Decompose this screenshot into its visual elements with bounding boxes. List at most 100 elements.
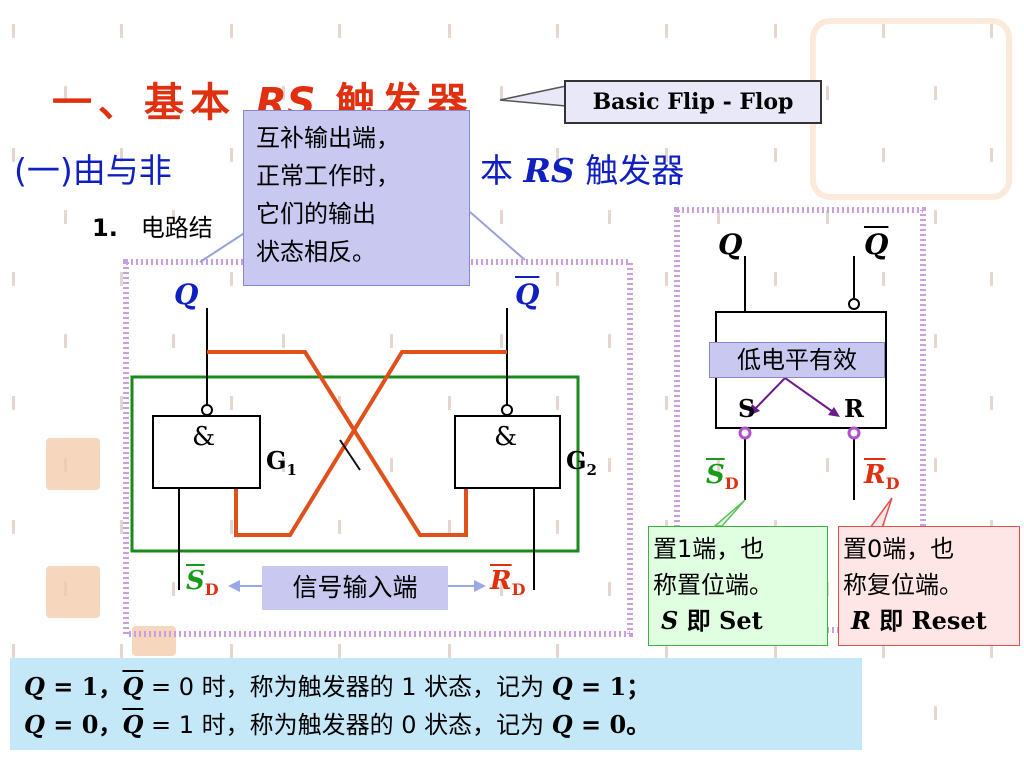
- background-dash: [608, 458, 611, 472]
- gate2-name: G2: [566, 446, 597, 479]
- background-dash: [990, 148, 993, 162]
- background-dash: [338, 396, 341, 410]
- background-dash: [282, 458, 285, 472]
- background-dash: [282, 86, 285, 100]
- background-dash: [608, 210, 611, 224]
- gate-g1: [152, 415, 261, 489]
- state-row-1: Q = 1，Q = 0 时，称为触发器的 1 状态，记为 Q = 1；: [24, 672, 651, 701]
- background-dash: [774, 644, 777, 658]
- background-dash: [990, 272, 993, 286]
- callout-line-1: 互补输出端，: [256, 124, 400, 152]
- background-dash: [172, 582, 175, 596]
- background-dash: [12, 520, 15, 534]
- background-dash: [12, 396, 15, 410]
- circuit-rd-label: RD: [490, 566, 526, 600]
- active-low-label: 低电平有效: [709, 342, 885, 378]
- gate1-symbol: &: [192, 422, 216, 452]
- reset-note-line-2: 称复位端。: [843, 571, 963, 599]
- background-dash: [665, 644, 668, 658]
- background-dash: [120, 644, 123, 658]
- circuit-qbar-label: Q: [515, 278, 540, 311]
- set-note-line-1: 置1端，也: [653, 535, 765, 563]
- set-note: 置1端，也 称置位端。 S 即 Set: [648, 526, 828, 646]
- background-dash: [990, 396, 993, 410]
- background-dash: [556, 396, 559, 410]
- background-dash: [826, 458, 829, 472]
- set-note-line-3: S 即 Set: [661, 606, 763, 635]
- background-dash: [774, 272, 777, 286]
- background-dash: [826, 86, 829, 100]
- background-dash: [230, 272, 233, 286]
- background-dash: [64, 86, 67, 100]
- background-dash: [500, 86, 503, 100]
- background-dash: [120, 24, 123, 38]
- background-dash: [12, 272, 15, 286]
- symbol-r-pin: R: [844, 394, 864, 423]
- background-dash: [500, 582, 503, 596]
- background-dash: [12, 148, 15, 162]
- background-dash: [64, 210, 67, 224]
- background-dash: [282, 334, 285, 348]
- background-dash: [556, 520, 559, 534]
- background-dash: [882, 24, 885, 38]
- background-dash: [390, 86, 393, 100]
- background-dash: [230, 396, 233, 410]
- background-dash: [64, 334, 67, 348]
- background-dash: [934, 86, 937, 100]
- reset-note-line-3: R 即 Reset: [851, 606, 987, 635]
- background-dash: [665, 24, 668, 38]
- background-dash: [172, 334, 175, 348]
- background-dash: [882, 644, 885, 658]
- background-dash: [717, 458, 720, 472]
- background-dash: [120, 272, 123, 286]
- set-note-line-2: 称置位端。: [653, 571, 773, 599]
- background-dash: [120, 520, 123, 534]
- background-dash: [448, 24, 451, 38]
- gate2-symbol: &: [494, 422, 518, 452]
- background-dash: [120, 148, 123, 162]
- background-dash: [230, 644, 233, 658]
- background-dash: [990, 644, 993, 658]
- background-dash: [230, 148, 233, 162]
- background-dash: [448, 644, 451, 658]
- symbol-sd-label: SD: [706, 460, 739, 494]
- gate-g2: [454, 415, 561, 489]
- callout-line-4: 状态相反。: [256, 238, 376, 266]
- background-dash: [934, 706, 937, 720]
- background-dash: [774, 148, 777, 162]
- symbol-qbar-label: Q: [864, 228, 889, 261]
- background-dash: [172, 210, 175, 224]
- background-dash: [230, 24, 233, 38]
- symbol-q-label: Q: [718, 228, 743, 261]
- input-label: 信号输入端: [262, 566, 448, 610]
- background-dash: [338, 520, 341, 534]
- background-dash: [338, 644, 341, 658]
- reset-note: 置0端，也 称复位端。 R 即 Reset: [838, 526, 1020, 646]
- subtitle-rest: 本 RS 触发器: [480, 151, 685, 190]
- background-dash: [120, 396, 123, 410]
- background-dash: [665, 148, 668, 162]
- circuit-sd-label: SD: [186, 566, 219, 600]
- background-dash: [882, 148, 885, 162]
- callout-line-2: 正常工作时，: [256, 162, 400, 190]
- background-dash: [390, 458, 393, 472]
- background-dash: [556, 644, 559, 658]
- background-dash: [608, 334, 611, 348]
- circuit-q-label: Q: [174, 278, 199, 311]
- complement-callout: 互补输出端， 正常工作时， 它们的输出 状态相反。: [243, 110, 470, 286]
- background-dash: [12, 644, 15, 658]
- background-dash: [500, 334, 503, 348]
- background-dash: [934, 210, 937, 224]
- symbol-s-pin: S: [738, 394, 756, 423]
- background-dash: [172, 86, 175, 100]
- subtitle: (一)由与非: [14, 151, 172, 190]
- gate1-name: G1: [266, 446, 297, 479]
- background-dash: [556, 148, 559, 162]
- background-dash: [882, 272, 885, 286]
- background-dash: [826, 210, 829, 224]
- state-note: Q = 1，Q = 0 时，称为触发器的 1 状态，记为 Q = 1； Q = …: [10, 658, 862, 750]
- background-dash: [934, 458, 937, 472]
- background-dash: [665, 272, 668, 286]
